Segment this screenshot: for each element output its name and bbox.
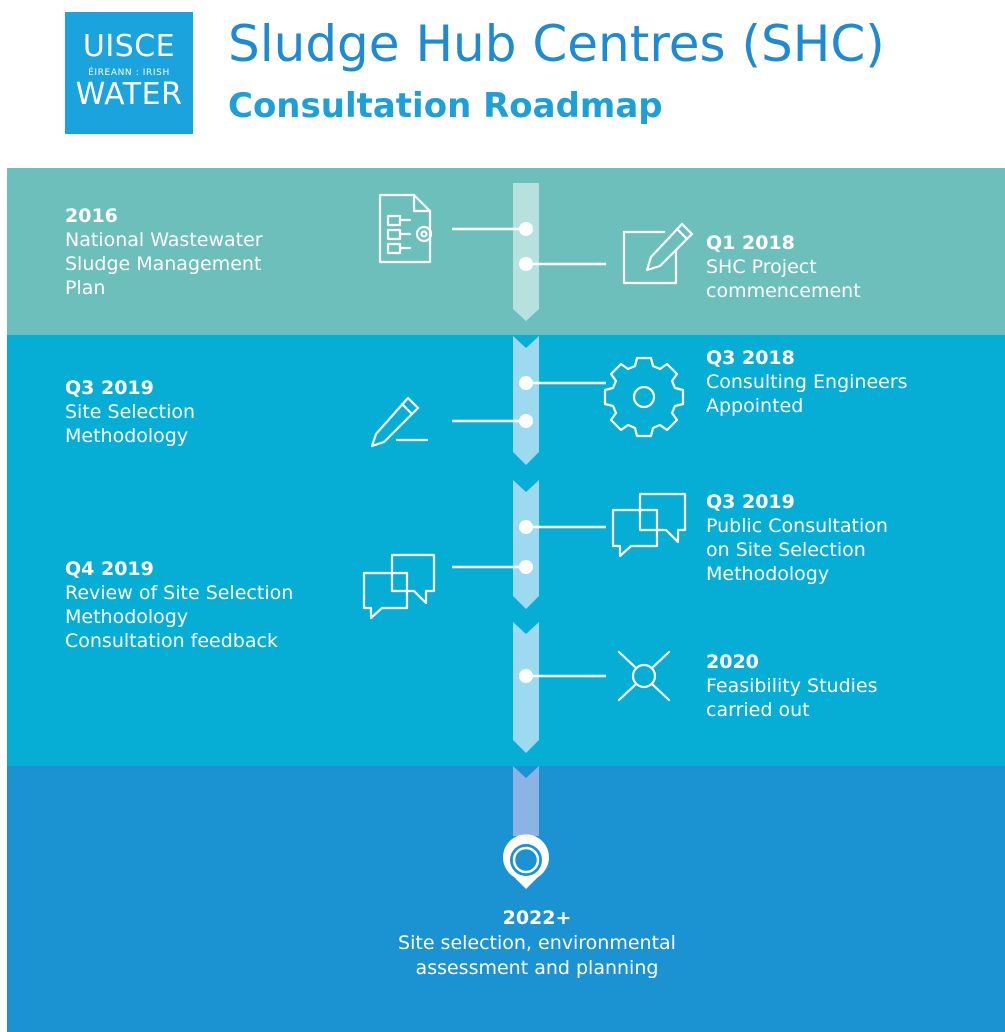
milestone-review-q4-2019: Q4 2019 Review of Site Selection Methodo… [65,557,293,653]
irish-water-logo: UISCE ÉIREANN : IRISH WATER [65,12,193,134]
band-phase-1 [7,168,1005,335]
timeline-dot [519,222,533,236]
timeline-dot [519,560,533,574]
milestone-description: Review of Site Selection Methodology Con… [65,582,294,652]
timeline-dot [519,376,533,390]
timeline-segment-5 [513,766,539,836]
milestone-label: Q1 2018 [706,232,795,254]
speech-bubbles-icon [611,492,687,558]
page-subtitle: Consultation Roadmap [228,86,663,126]
milestone-engineers-q3-2018: Q3 2018 Consulting Engineers Appointed [706,346,908,418]
milestone-label: 2022+ [502,907,572,929]
milestone-label: Q3 2019 [65,377,154,399]
milestone-description: Consulting Engineers Appointed [706,371,908,417]
logo-line-3: WATER [75,77,183,112]
milestone-description: Public Consultation on Site Selection Me… [706,515,888,585]
timeline-segment-2 [513,336,539,465]
band-phase-3 [7,766,1005,1032]
logo-line-1: UISCE [82,29,176,64]
logo-line-2: ÉIREANN : IRISH [88,68,170,78]
timeline-dot [519,669,533,683]
location-pin-icon [503,834,549,889]
process-gear-icon [378,193,433,264]
timeline-segment-1 [513,183,539,321]
timeline-dot [519,414,533,428]
milestone-final-2022: 2022+ Site selection, environmental asse… [352,906,722,981]
edit-document-icon [622,222,694,285]
milestone-label: 2020 [706,651,759,673]
milestone-methodology-q3-2019: Q3 2019 Site Selection Methodology [65,376,195,448]
milestone-feasibility-2020: 2020 Feasibility Studies carried out [706,650,878,722]
timeline-segment-3 [513,480,539,609]
milestone-project-q1-2018: Q1 2018 SHC Project commencement [706,231,861,303]
milestone-label: Q3 2018 [706,347,795,369]
timeline-dot [519,257,533,271]
speech-bubbles-icon [362,553,436,620]
timeline-dot [519,520,533,534]
milestone-description: Site Selection Methodology [65,401,196,447]
timeline-segment-4 [513,622,539,753]
milestone-description: SHC Project commencement [706,256,861,302]
pencil-icon [370,396,429,448]
milestone-plan-2016: 2016 National Wastewater Sludge Manageme… [65,204,263,300]
page-title: Sludge Hub Centres (SHC) [228,15,885,73]
gear-icon [603,356,685,438]
milestone-description: National Wastewater Sludge Management Pl… [65,229,263,299]
milestone-label: Q4 2019 [65,558,154,580]
milestone-consultation-q3-2019: Q3 2019 Public Consultation on Site Sele… [706,490,888,586]
milestone-description: Site selection, environmental assessment… [398,932,676,979]
milestone-label: Q3 2019 [706,491,795,513]
milestone-label: 2016 [65,205,118,227]
crosshair-icon [617,650,671,702]
milestone-description: Feasibility Studies carried out [706,675,878,721]
band-phase-2 [7,335,1005,766]
